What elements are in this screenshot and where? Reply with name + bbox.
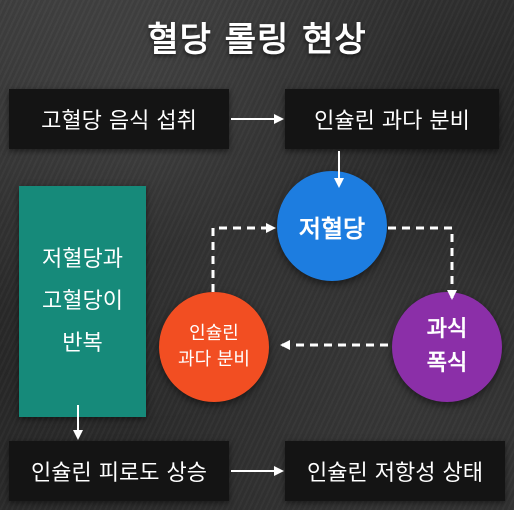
circle-insulin-oversecretion-line-1: 인슐린 xyxy=(189,323,239,344)
box-insulin-resistance: 인슐린 저항성 상태 xyxy=(285,441,505,501)
circle-hypoglycemia-label: 저혈당 xyxy=(298,214,366,243)
page-title: 혈당 롤링 현상 xyxy=(147,20,367,60)
box-high-sugar-intake: 고혈당 음식 섭취 xyxy=(9,89,229,149)
arrow-secretion-to-hypoglycemia-loop xyxy=(211,223,276,292)
side-panel-line-3: 반복 xyxy=(62,330,103,356)
circle-hypoglycemia: 저혈당 xyxy=(277,171,387,281)
circle-overeating: 과식 폭식 xyxy=(392,292,502,402)
box-insulin-fatigue: 인슐린 피로도 상승 xyxy=(9,441,229,501)
box-insulin-oversecretion: 인슐린 과다 분비 xyxy=(285,89,499,149)
circle-insulin-oversecretion-line-2: 과다 분비 xyxy=(178,349,250,370)
box-high-sugar-intake-label: 고혈당 음식 섭취 xyxy=(41,109,197,134)
box-insulin-fatigue-label: 인슐린 피로도 상승 xyxy=(31,461,207,486)
box-insulin-oversecretion-label: 인슐린 과다 분비 xyxy=(314,109,470,134)
arrow-hypoglycemia-to-overeating xyxy=(388,226,457,300)
box-insulin-resistance-label: 인슐린 저항성 상태 xyxy=(307,461,483,486)
circle-overeating-line-1: 과식 xyxy=(426,317,468,342)
circle-insulin-oversecretion: 인슐린 과다 분비 xyxy=(159,292,269,402)
side-panel-line-2: 고혈당이 xyxy=(42,288,123,314)
circle-overeating-line-2: 폭식 xyxy=(426,351,468,376)
side-panel-repeat: 저혈당과 고혈당이 반복 xyxy=(19,186,146,417)
side-panel-line-1: 저혈당과 xyxy=(42,246,123,272)
